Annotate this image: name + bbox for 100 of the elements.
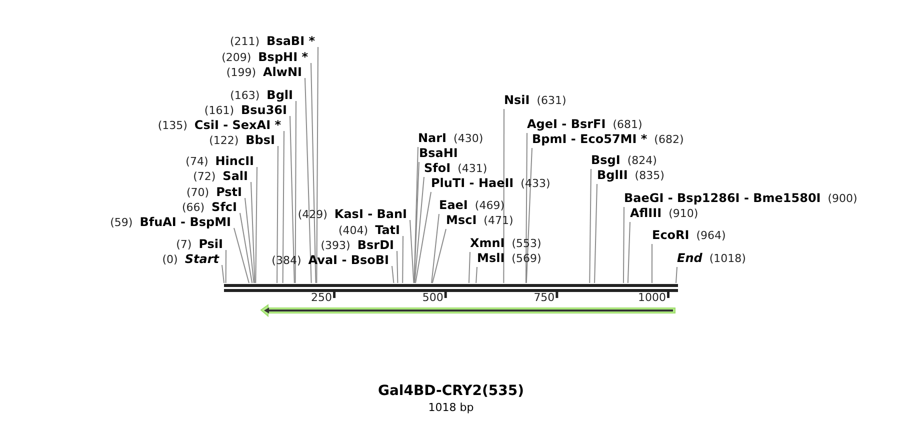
site-position: (122) bbox=[209, 133, 239, 148]
site-position: (66) bbox=[182, 200, 205, 215]
leader-line bbox=[594, 184, 598, 284]
enzyme-name: TatI bbox=[375, 223, 400, 238]
site-position: (404) bbox=[338, 223, 368, 238]
enzyme-name: CsiI - SexAI * bbox=[194, 118, 281, 133]
enzyme-name: SfcI bbox=[212, 200, 237, 215]
leader-line bbox=[410, 220, 414, 284]
leader-line bbox=[589, 168, 592, 284]
site-position: (429) bbox=[298, 207, 328, 222]
tick-label: 250 bbox=[311, 291, 332, 304]
leader-line bbox=[468, 252, 470, 284]
leader-line bbox=[316, 46, 318, 284]
site-position: (1018) bbox=[709, 251, 746, 266]
site-position: (384) bbox=[272, 253, 302, 268]
site-position: (964) bbox=[696, 228, 726, 243]
tick-label: 500 bbox=[422, 291, 444, 304]
leader-line bbox=[222, 264, 224, 284]
enzyme-name: BspHI * bbox=[258, 50, 308, 65]
site-position: (74) bbox=[186, 154, 208, 169]
site-position: (72) bbox=[193, 169, 216, 184]
site-position: (431) bbox=[458, 161, 488, 176]
site-position: (393) bbox=[320, 238, 350, 253]
site-position: (835) bbox=[634, 168, 664, 183]
site-position: (135) bbox=[158, 118, 188, 133]
site-position: (682) bbox=[654, 132, 684, 147]
leader-line bbox=[282, 130, 284, 284]
enzyme-name: BpmI - Eco57MI * bbox=[532, 132, 648, 147]
enzyme-name: KasI - BanI bbox=[334, 207, 407, 222]
leader-line bbox=[294, 100, 296, 284]
feature-arrow bbox=[260, 304, 676, 318]
enzyme-name: BsaBI * bbox=[266, 34, 315, 49]
leader-line bbox=[396, 250, 398, 284]
leader-line bbox=[290, 116, 295, 284]
site-position: (430) bbox=[454, 131, 484, 146]
enzyme-name: BsrDI bbox=[357, 238, 394, 253]
site-position: (553) bbox=[512, 236, 542, 251]
site-position: (59) bbox=[110, 215, 133, 230]
leader-line bbox=[651, 244, 652, 284]
enzyme-name: PluTI - HaeII bbox=[431, 176, 514, 191]
enzyme-name: NarI bbox=[418, 131, 447, 146]
enzyme-name: SfoI bbox=[424, 161, 451, 176]
site-position: (7) bbox=[176, 237, 192, 252]
enzyme-name: BglI bbox=[266, 88, 293, 103]
enzyme-name: BfuAI - BspMI bbox=[140, 215, 231, 230]
site-position: (469) bbox=[474, 198, 504, 213]
tick-label: 1000 bbox=[638, 291, 666, 304]
site-position: (824) bbox=[627, 153, 657, 168]
enzyme-name: AflIII bbox=[630, 206, 662, 221]
leader-line bbox=[432, 228, 446, 284]
site-position: (681) bbox=[612, 117, 642, 132]
leader-line bbox=[476, 266, 478, 284]
leader-line bbox=[234, 228, 250, 284]
map-title: Gal4BD-CRY2(535) bbox=[378, 383, 524, 399]
leader-line bbox=[414, 176, 424, 284]
leader-line bbox=[304, 78, 312, 284]
enzyme-name: End bbox=[677, 251, 702, 266]
site-position: (631) bbox=[536, 93, 566, 108]
enzyme-name: EcoRI bbox=[652, 228, 690, 243]
enzyme-name: BglII bbox=[597, 168, 628, 183]
site-position: (161) bbox=[204, 103, 234, 118]
enzyme-name: MslI bbox=[477, 251, 505, 266]
site-position: (199) bbox=[226, 65, 256, 80]
leader-line bbox=[225, 250, 226, 284]
leader-line bbox=[525, 132, 528, 284]
site-position: (910) bbox=[668, 206, 698, 221]
leader-line bbox=[526, 148, 532, 284]
site-position: (900) bbox=[828, 191, 858, 206]
site-position: (209) bbox=[222, 50, 252, 65]
leader-line bbox=[622, 206, 624, 284]
dna-backbone bbox=[224, 284, 678, 292]
enzyme-name: Bsu36I bbox=[241, 103, 287, 118]
site-position: (569) bbox=[512, 251, 542, 266]
leader-line bbox=[276, 146, 278, 284]
enzyme-name: SalI bbox=[222, 169, 248, 184]
site-position: (70) bbox=[186, 185, 210, 200]
leader-line bbox=[676, 266, 678, 284]
enzyme-name: XmnI bbox=[470, 236, 505, 251]
site-position: (471) bbox=[484, 213, 514, 228]
enzyme-name: Start bbox=[184, 252, 219, 267]
enzyme-name: MscI bbox=[446, 213, 477, 228]
leader-line bbox=[392, 266, 394, 284]
enzyme-name: BsgI bbox=[591, 153, 620, 168]
leader-line bbox=[250, 182, 256, 284]
leader-line bbox=[415, 192, 432, 284]
enzyme-name: BbsI bbox=[246, 133, 275, 148]
leader-line bbox=[627, 222, 630, 284]
enzyme-name: AlwNI bbox=[263, 65, 302, 80]
enzyme-name: BsaHI bbox=[419, 146, 458, 161]
sequence-length: 1018 bp bbox=[428, 401, 474, 414]
site-position: (163) bbox=[230, 88, 260, 103]
site-position: (211) bbox=[230, 34, 260, 49]
site-position: (0) bbox=[162, 252, 178, 267]
leader-line bbox=[240, 212, 253, 284]
enzyme-name: HincII bbox=[215, 154, 254, 169]
site-position: (433) bbox=[520, 176, 550, 191]
enzyme-name: PsiI bbox=[198, 237, 223, 252]
enzyme-name: PstI bbox=[216, 185, 242, 200]
enzyme-name: AvaI - BsoBI bbox=[308, 253, 389, 268]
enzyme-name: AgeI - BsrFI bbox=[527, 117, 606, 132]
